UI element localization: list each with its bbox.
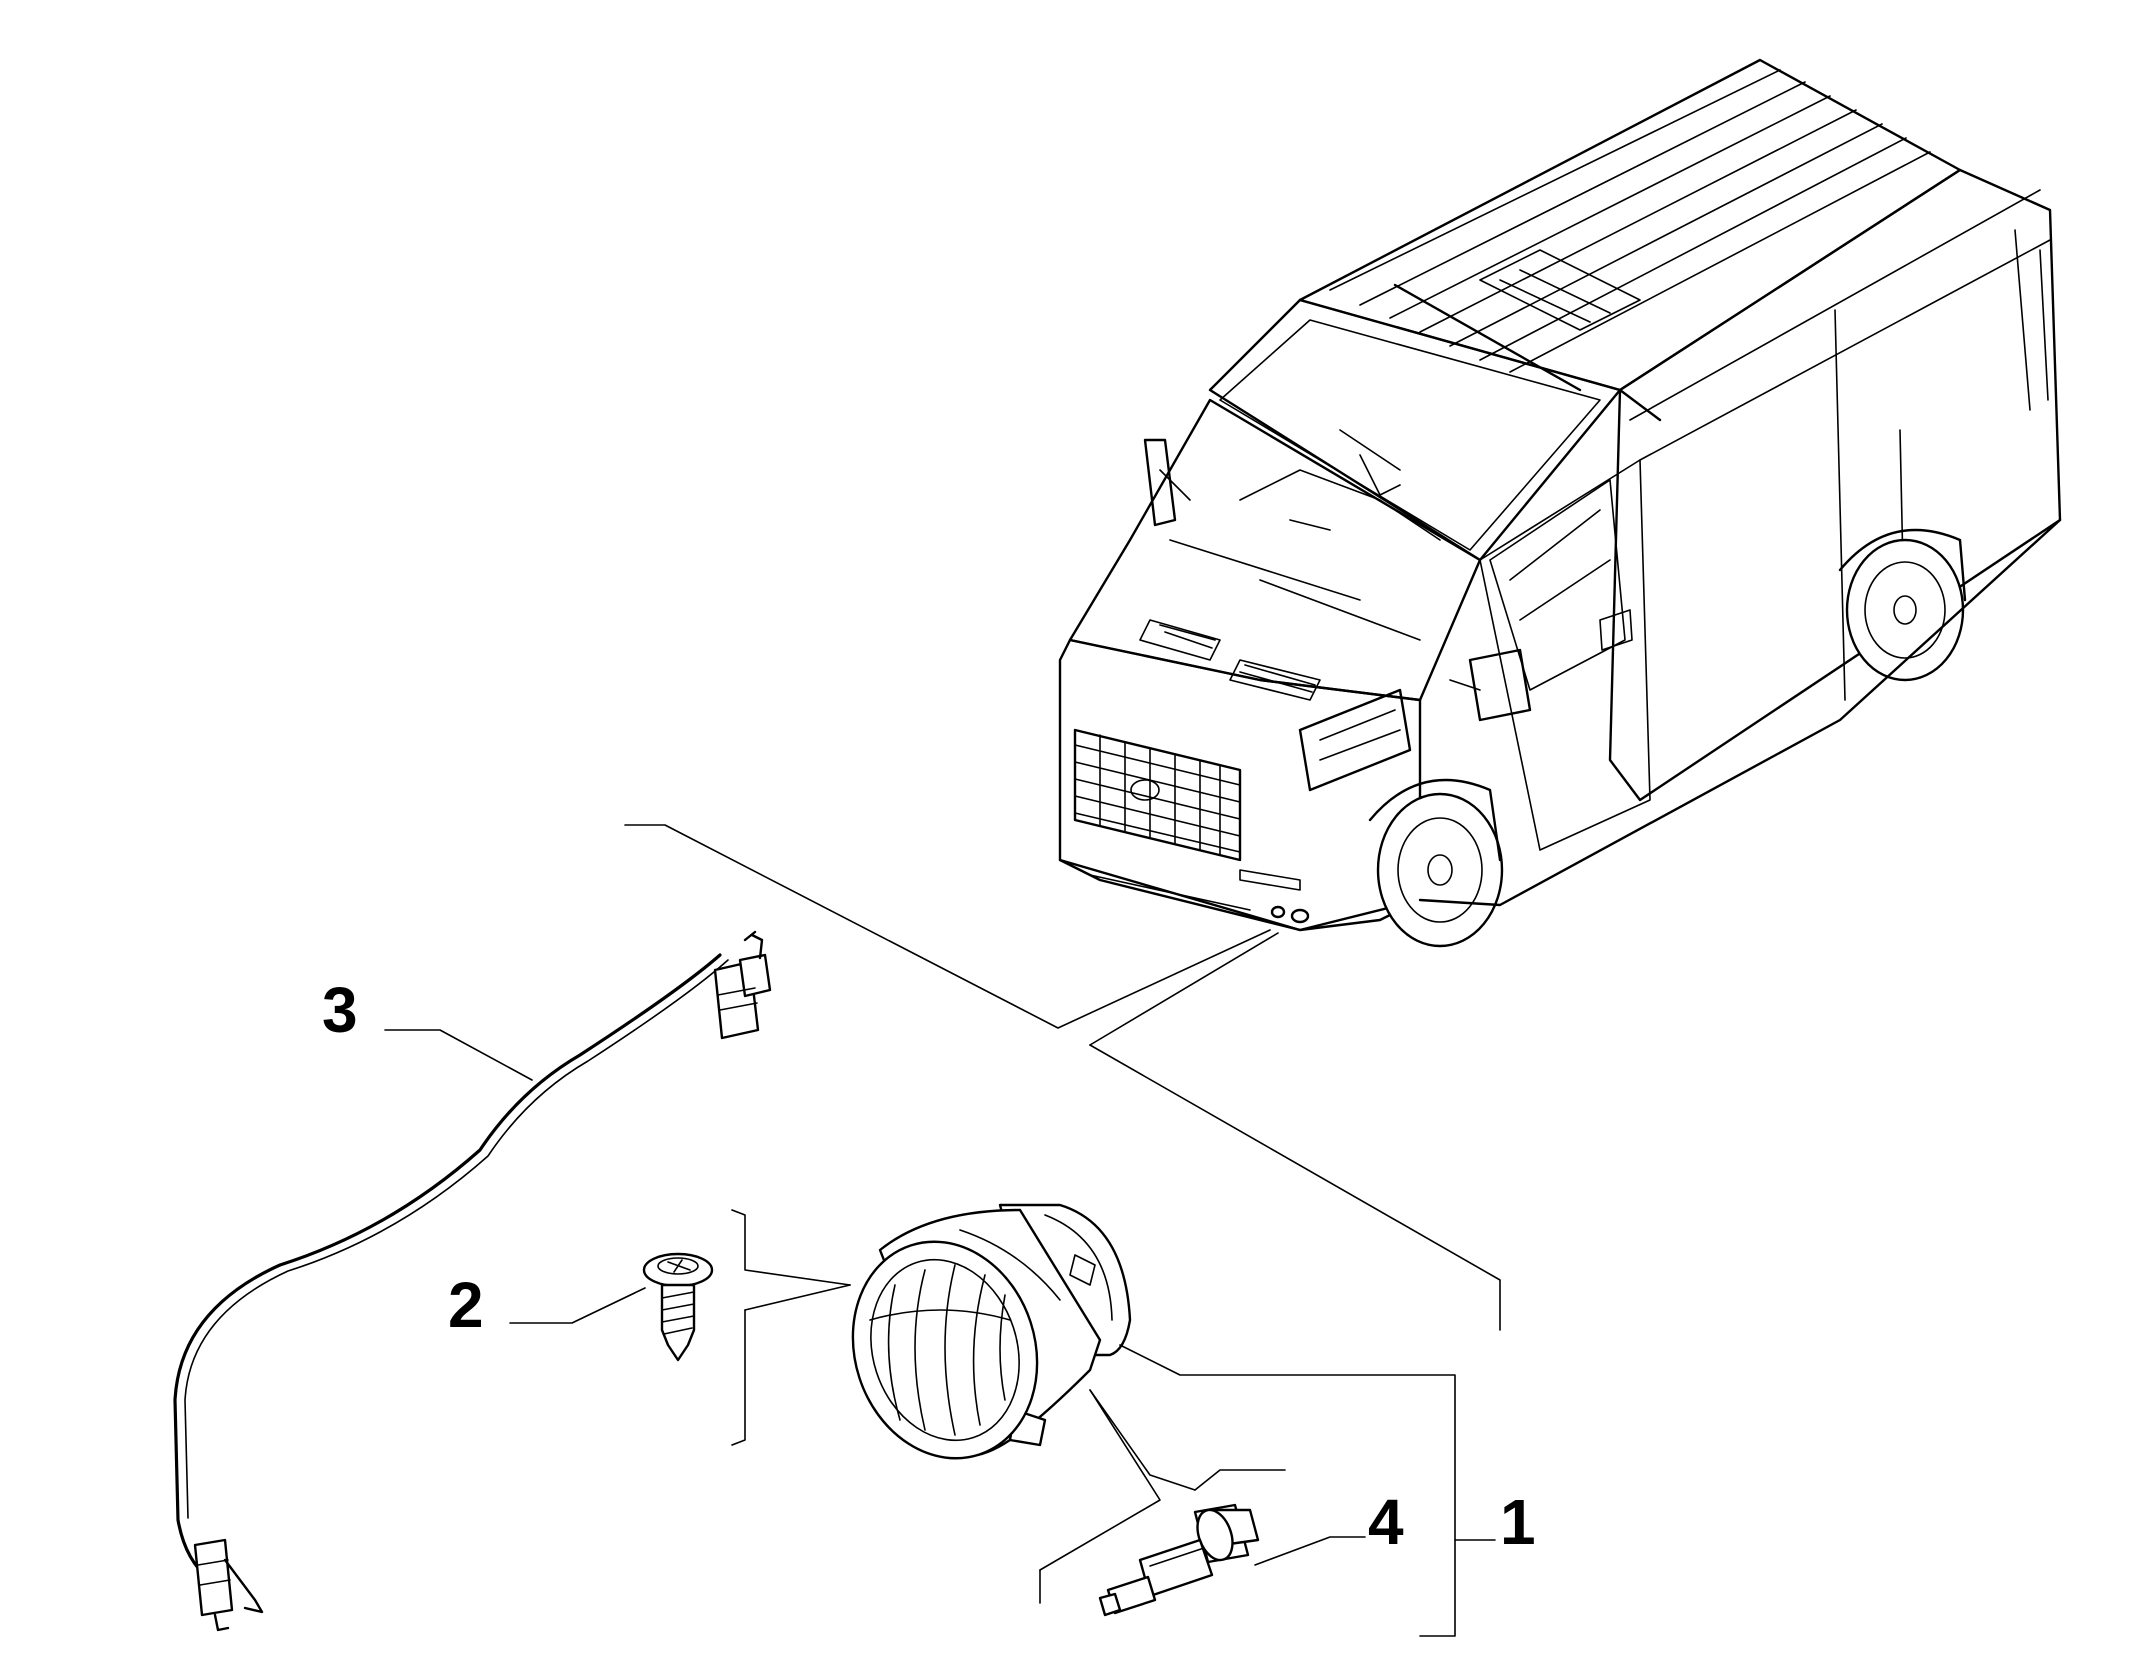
van-illustration: [1058, 58, 2062, 948]
screw: [642, 1252, 714, 1362]
van-leader-lines: [624, 824, 1501, 1331]
bulb: [1098, 1503, 1260, 1617]
callout-label-2: 2: [448, 1269, 484, 1341]
callout-label-3: 3: [322, 974, 358, 1046]
callout-label-1: 1: [1500, 1486, 1536, 1558]
fog-lamp: [851, 1203, 1132, 1460]
wiring-harness: [173, 930, 772, 1632]
callout-leaders: [384, 1029, 1496, 1637]
callout-label-4: 4: [1368, 1486, 1404, 1558]
